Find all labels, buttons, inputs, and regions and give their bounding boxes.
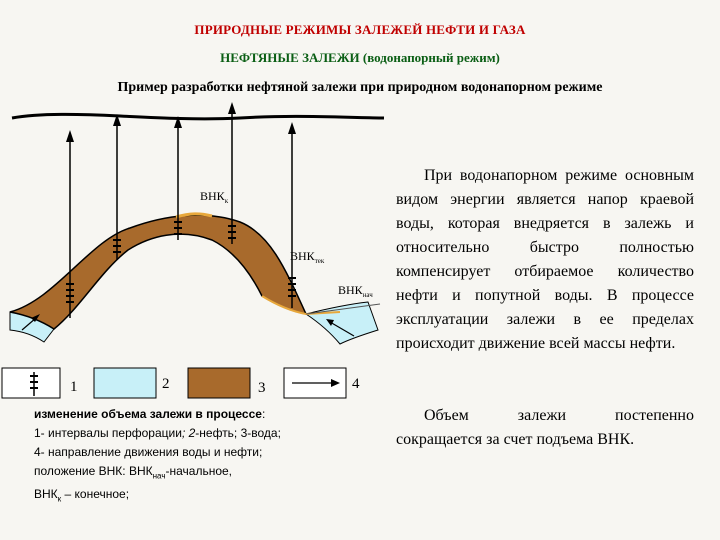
legend-oil: 3 [187,367,266,399]
water-flow-arrow-right [326,319,355,337]
legend-caption: изменение объема залежи в процессе: 1- и… [34,405,364,509]
legend-label-4: 4 [352,376,360,392]
vnk-current-label: ВНКтек [290,249,325,265]
legend-water: 2 [93,367,170,399]
legend-perforation: 1 [1,367,78,399]
vnk-initial-label: ВНКнач [338,283,373,299]
ground-surface-line [11,112,385,121]
vnk-current-line [261,295,341,316]
well-4 [228,102,236,244]
subtitle-note: (водонапорный режим) [362,50,500,65]
well-5 [288,122,296,308]
well-2 [113,114,121,260]
oil-top-highlight [175,212,213,219]
caption-line-2: 4- направление движения воды и нефти; [34,445,263,459]
slide-title: ПРИРОДНЫЕ РЕЖИМЫ ЗАЛЕЖЕЙ НЕФТИ И ГАЗА [194,22,526,37]
oil-layer [9,214,308,330]
well-3 [174,116,182,240]
well-1 [66,130,74,318]
subtitle-main: НЕФТЯНЫЕ ЗАЛЕЖИ [220,50,360,65]
legend-flow-direction: 4 [283,367,360,399]
legend-label-1: 1 [70,379,78,395]
water-zone-right [304,301,379,345]
caption-heading: изменение объема залежи в процессе: [34,407,266,421]
legend-label-3: 3 [258,380,266,396]
vnk-initial-line [305,303,381,315]
caption-line-4: ВНКк – конечное; [34,487,130,504]
description-paragraph-2: Объем залежи постепенно сокращается за с… [396,407,694,448]
vnk-final-label: ВНКк [200,189,229,205]
diagram-heading: Пример разработки нефтяной залежи при пр… [117,80,603,95]
caption-line-3: положение ВНК: ВНКнач-начальное, [34,464,233,481]
description-paragraph-1: При водонапорном режиме основным видом э… [396,167,694,352]
water-flow-arrow-left [21,314,40,331]
reservoir-diagram: ВНКк ВНКтек ВНКнач 1 2 3 4 [1,102,385,399]
caption-line-1: 1- интервалы перфорации; 2-нефть; 3-вода… [34,426,281,440]
slide-subtitle: НЕФТЯНЫЕ ЗАЛЕЖИ (водонапорный режим) [0,50,720,66]
legend-label-2: 2 [162,376,170,392]
